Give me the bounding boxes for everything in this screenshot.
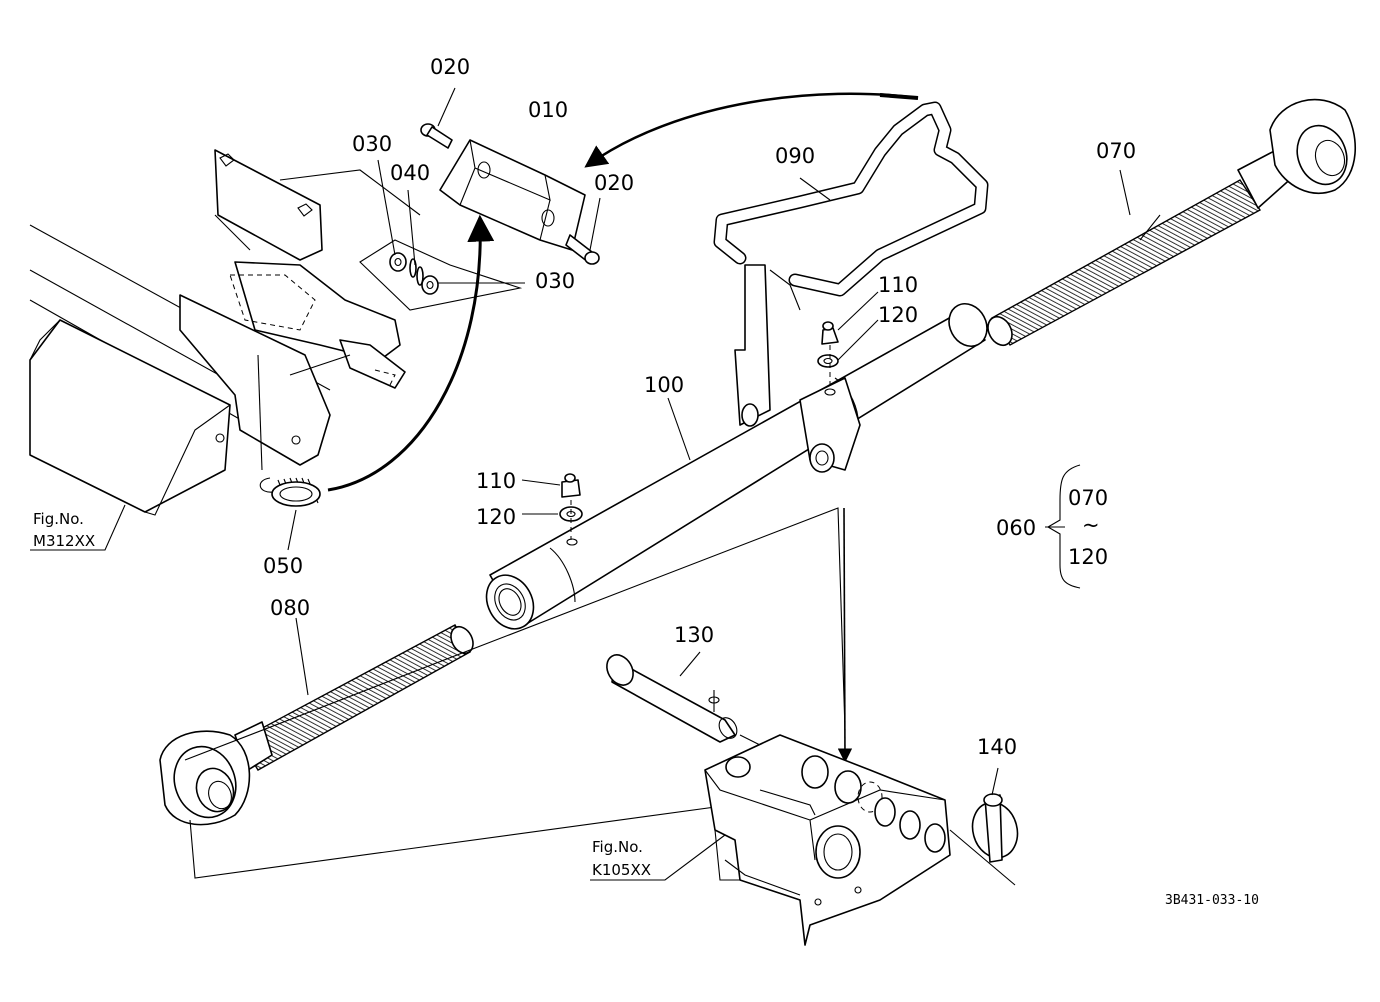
label-110-lower: 110 [476,469,516,493]
assembly-group-label: 060 070 ~ 120 [996,486,1108,569]
label-group-tilde: ~ [1082,513,1100,537]
part-labels: 020 010 030 040 020 030 090 070 110 120 … [263,55,1136,759]
ref-k105xx-line2: K105XX [592,861,651,879]
label-100: 100 [644,373,684,397]
lynch-pin-140 [971,793,1019,863]
label-030-upper: 030 [352,132,392,156]
grease-nipple-110-lower [561,473,581,498]
label-group-last: 120 [1068,545,1108,569]
washer-030-upper [389,252,407,272]
ref-m312xx-line1: Fig.No. [33,510,84,528]
washer-040 [409,258,424,286]
label-020-upper: 020 [430,55,470,79]
label-010: 010 [528,98,568,122]
pin-130 [606,654,738,743]
washer-120-upper [817,354,839,368]
drawing-code: 3B431-033-10 [1165,893,1259,908]
grease-nipple-110-upper [821,321,839,345]
ref-k105xx-line1: Fig.No. [592,838,643,856]
pin-020-lower [565,234,600,265]
label-080: 080 [270,596,310,620]
label-120-upper: 120 [878,303,918,327]
tube-100 [485,303,988,630]
label-030-lower: 030 [535,269,575,293]
rod-end-070 [987,98,1356,347]
label-140: 140 [977,735,1017,759]
label-130: 130 [674,623,714,647]
label-060: 060 [996,516,1036,540]
rod-end-080 [159,624,474,826]
figure-references: Fig.No. M312XX Fig.No. K105XX [33,510,651,879]
label-070: 070 [1096,139,1136,163]
frame-assembly [29,149,421,516]
label-050: 050 [263,554,303,578]
bracket-010 [439,139,586,251]
label-020-lower: 020 [594,171,634,195]
label-090: 090 [775,144,815,168]
rod-090 [713,101,989,426]
label-040: 040 [390,161,430,185]
spring-050 [259,477,321,507]
label-120-lower: 120 [476,505,516,529]
label-group-first: 070 [1068,486,1108,510]
washer-030-lower [421,275,439,295]
ref-m312xx-line2: M312XX [33,532,95,550]
pin-020-upper [420,123,453,149]
hitch-bracket [704,734,951,946]
label-110-upper: 110 [878,273,918,297]
